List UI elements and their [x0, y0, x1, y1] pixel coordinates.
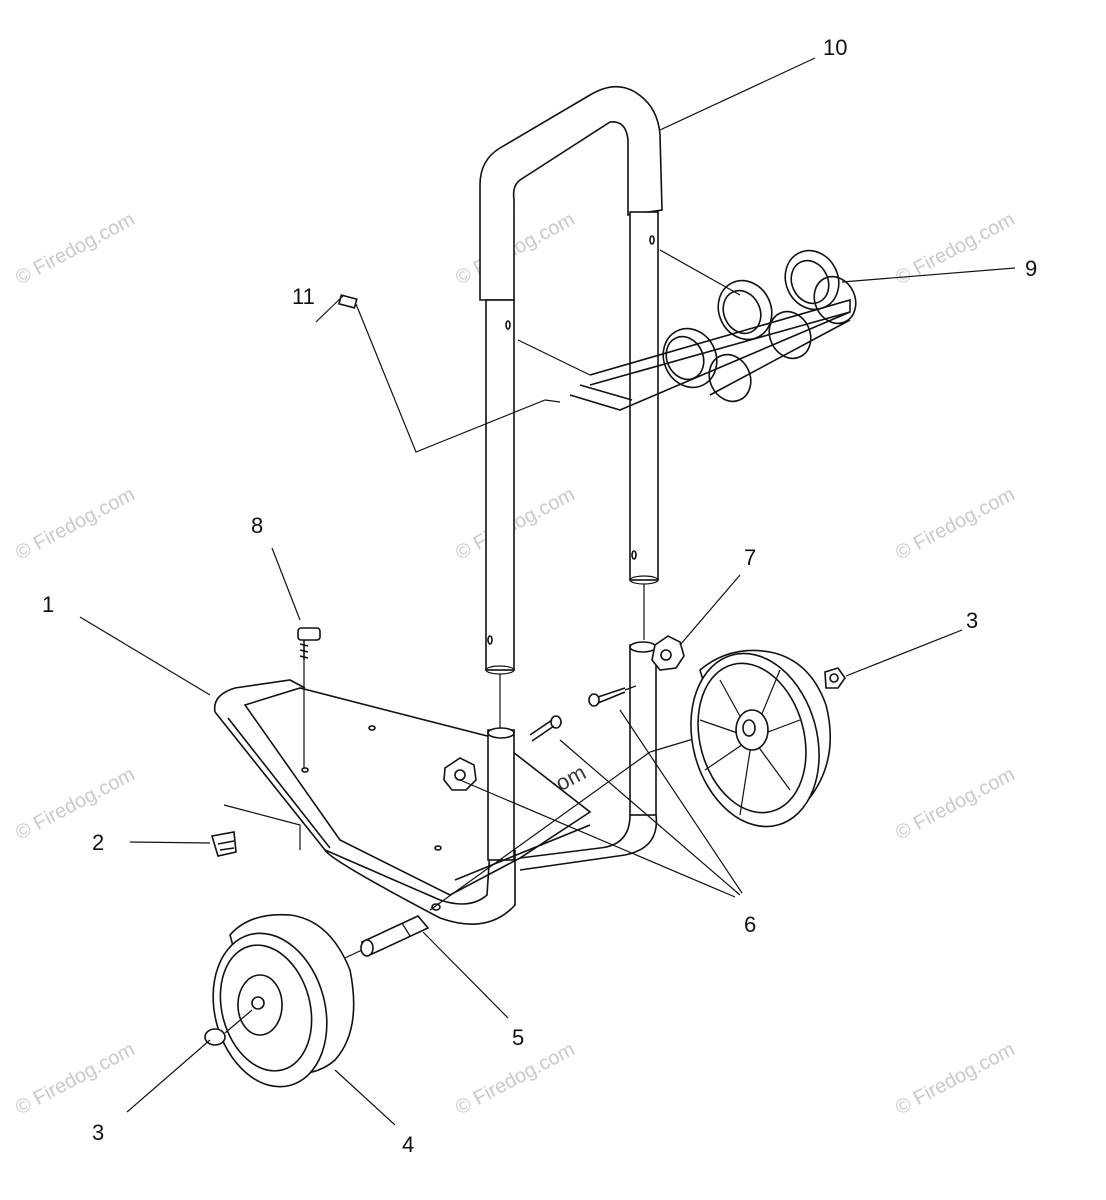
- pin-part: [337, 294, 561, 453]
- handle-left-tube: [485, 299, 515, 671]
- foot-part: [210, 804, 301, 857]
- leader-lines: [79, 57, 1016, 1126]
- callout-11: 11: [292, 284, 315, 309]
- watermark: © Firedog.com: [892, 483, 1018, 564]
- callout-labels: 1 2 3 3 4 5 6 7 8 9 10 11: [42, 35, 1037, 1157]
- knob-part: [443, 635, 685, 791]
- callout-3-rear: 3: [966, 608, 978, 633]
- callout-6: 6: [744, 912, 756, 937]
- callout-7: 7: [744, 545, 756, 570]
- handle-part: [479, 85, 663, 728]
- handle-grip: [479, 85, 663, 301]
- watermark: © Firedog.com: [452, 1038, 578, 1119]
- wheel-rear-part: [690, 649, 846, 828]
- watermark: © Firedog.com: [452, 208, 578, 289]
- callout-4: 4: [402, 1132, 414, 1157]
- watermark: © Firedog.com: [892, 763, 1018, 844]
- callout-10: 10: [823, 35, 847, 60]
- axle-part: [344, 903, 441, 959]
- watermark: © Firedog.com: [12, 1038, 138, 1119]
- watermark: © Firedog.com: [892, 208, 1018, 289]
- callout-5: 5: [512, 1025, 524, 1050]
- watermark: © Firedog.com: [12, 763, 138, 844]
- carriage-bolt-part: [529, 685, 637, 742]
- watermark: © Firedog.com: [892, 1038, 1018, 1119]
- watermark: © Firedog.com: [12, 208, 138, 289]
- watermark: © Firedog.com: [452, 483, 578, 564]
- wheel-front-part: [204, 913, 355, 1088]
- bolt-part: [297, 627, 321, 768]
- holder-rack-part: [517, 249, 857, 411]
- base-frame-part: [213, 641, 741, 925]
- callout-3-front: 3: [92, 1120, 104, 1145]
- base-plate: [243, 687, 592, 896]
- callout-2: 2: [92, 830, 104, 855]
- callout-9: 9: [1025, 256, 1037, 281]
- callout-1: 1: [42, 592, 54, 617]
- callout-8: 8: [251, 513, 263, 538]
- watermark: © Firedog.com: [12, 483, 138, 564]
- watermark-layer: © Firedog.com © Firedog.com © Firedog.co…: [12, 208, 1018, 1119]
